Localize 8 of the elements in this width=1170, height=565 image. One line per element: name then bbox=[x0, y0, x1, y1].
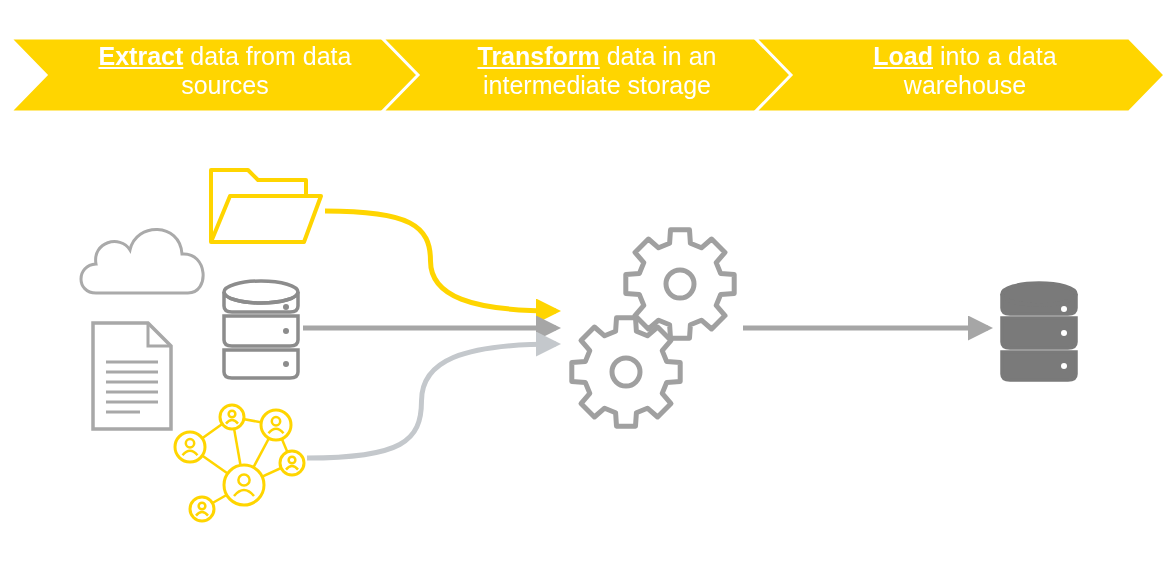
document-icon bbox=[90, 320, 174, 432]
step-label: Extract data from data sources bbox=[97, 42, 353, 100]
database-icon bbox=[998, 280, 1080, 382]
arrow bbox=[743, 315, 993, 341]
arrow bbox=[306, 331, 561, 461]
step-label: Load into a data warehouse bbox=[872, 42, 1058, 100]
folder-icon bbox=[208, 166, 324, 246]
step-label: Transform data in an intermediate storage bbox=[476, 42, 718, 100]
